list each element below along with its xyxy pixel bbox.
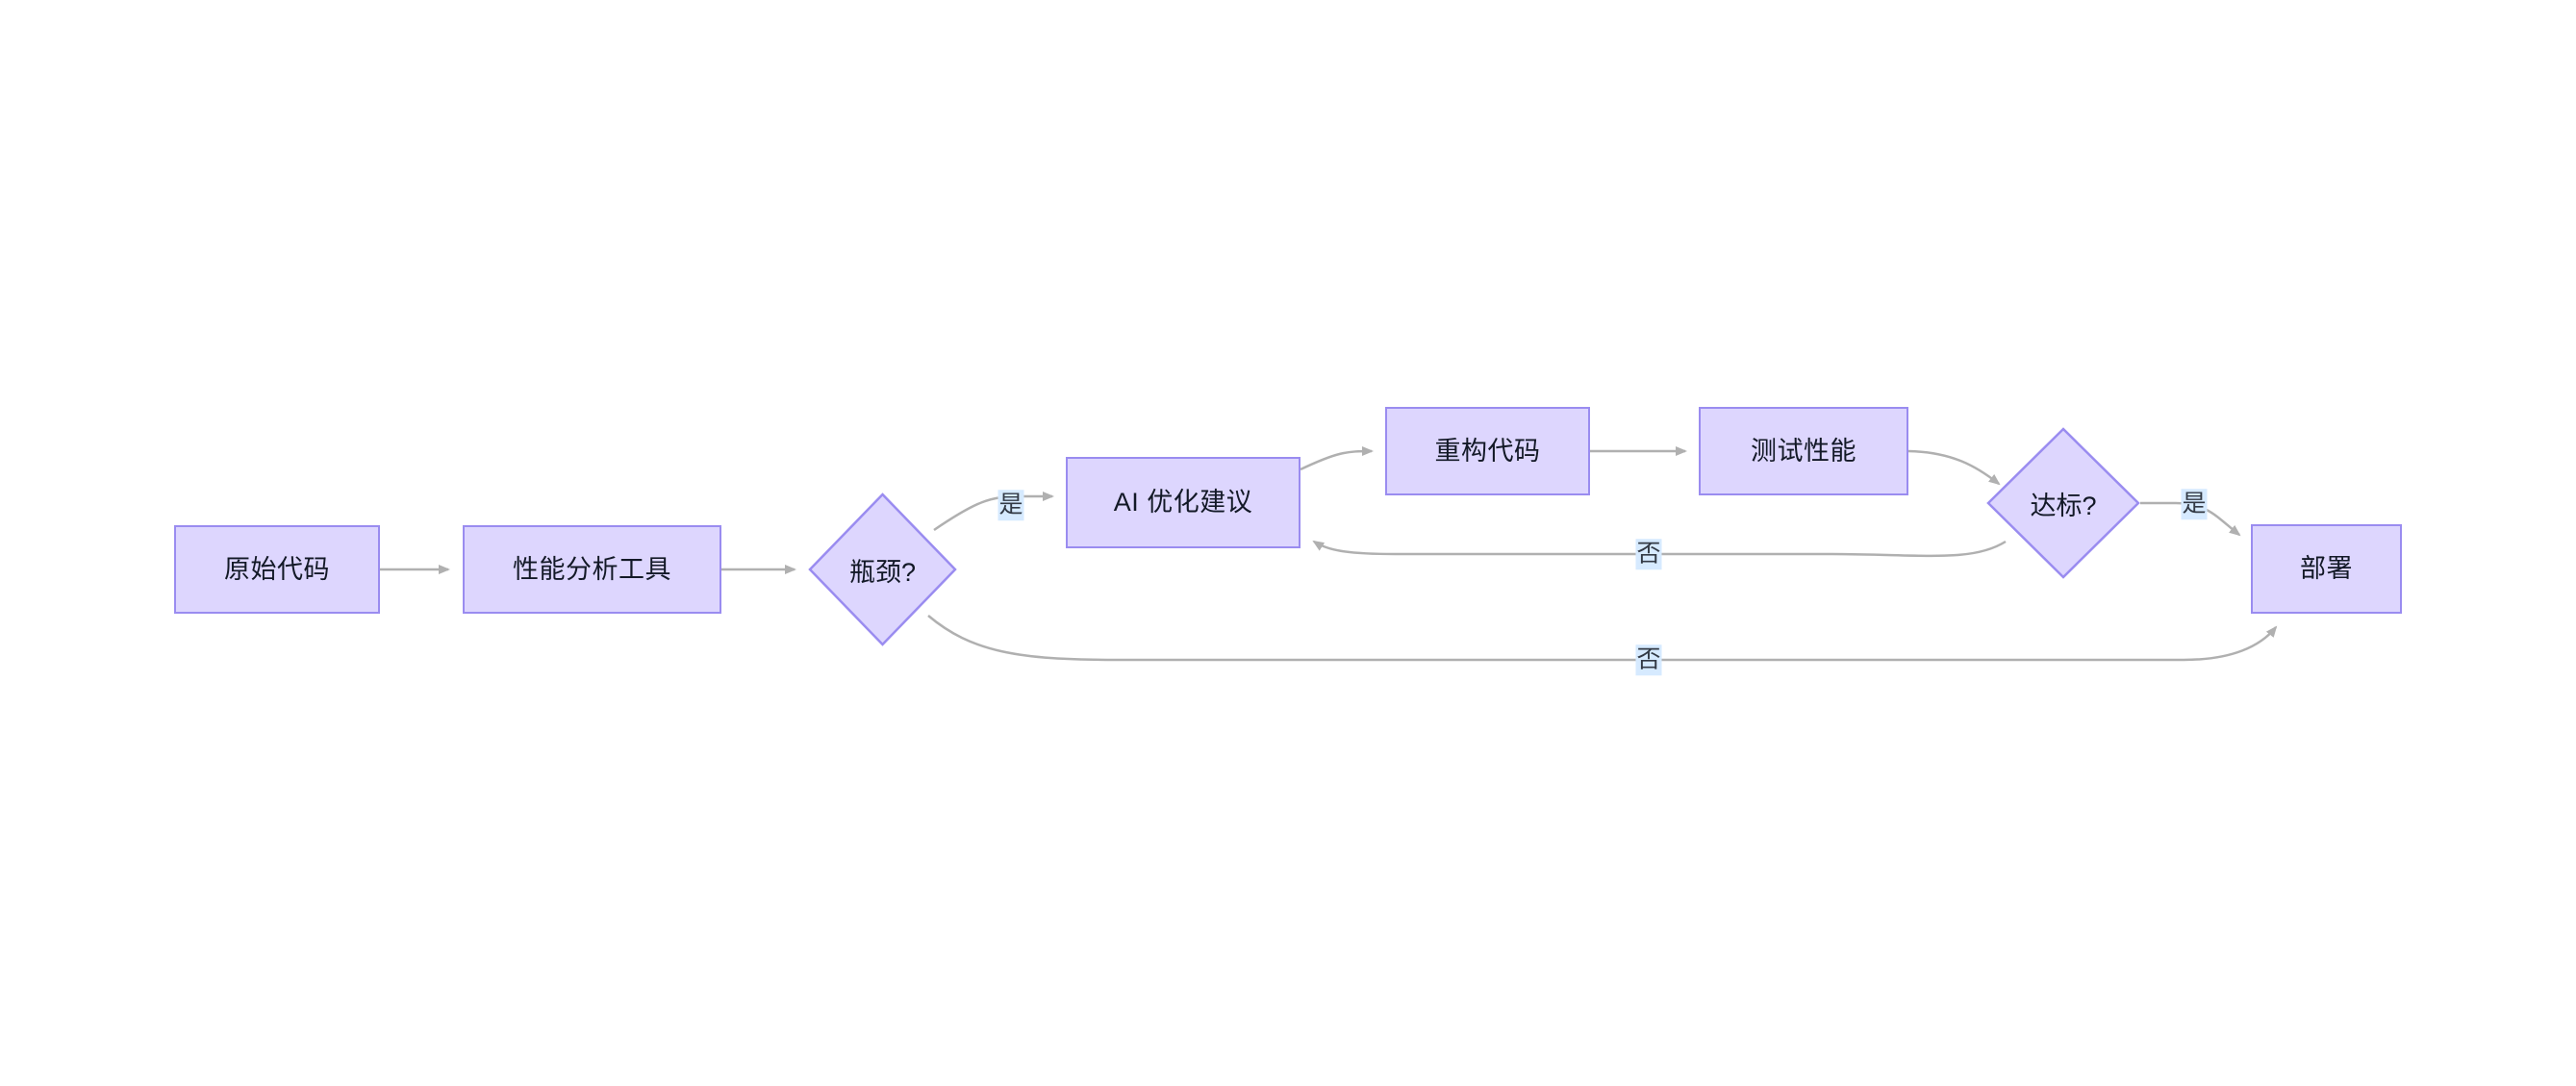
node-profiler[interactable]: 性能分析工具 [463,525,721,614]
edge-label-no-meets-target: 否 [1635,539,1662,569]
node-refactor-label: 重构代码 [1434,436,1541,466]
node-deploy-label: 部署 [2300,554,2353,584]
node-meets-target[interactable]: 达标? [1986,427,2140,579]
edge-label-no-bottleneck: 否 [1635,644,1662,675]
edge-ai-suggestion-to-refactor [1300,446,1374,471]
diamond-shape-bottleneck [808,492,957,646]
node-profiler-label: 性能分析工具 [513,554,671,584]
edge-meets-target-yes-to-deploy [2140,501,2241,537]
node-ai-suggestion-label: AI 优化建议 [1113,488,1253,518]
node-ai-suggestion[interactable]: AI 优化建议 [1066,457,1301,548]
node-bottleneck[interactable]: 瓶颈? [808,492,957,646]
node-bottleneck-label: 瓶颈? [848,557,917,587]
node-source-code[interactable]: 原始代码 [174,525,380,614]
node-meets-target-label: 达标? [2030,491,2097,520]
node-test-perf[interactable]: 测试性能 [1699,407,1908,495]
node-source-code-label: 原始代码 [224,554,330,584]
edge-bottleneck-no-to-deploy [927,615,2278,662]
node-deploy[interactable]: 部署 [2251,524,2402,614]
edge-meets-target-no-to-ai-suggestion [1312,540,2007,558]
node-refactor[interactable]: 重构代码 [1385,407,1590,495]
diamond-shape-meets-target [1986,427,2140,579]
edge-label-yes-bottleneck: 是 [998,490,1024,520]
node-test-perf-label: 测试性能 [1751,436,1856,466]
edge-test-perf-to-meets-target [1907,449,2001,486]
edge-label-yes-meets-target: 是 [2181,489,2208,519]
